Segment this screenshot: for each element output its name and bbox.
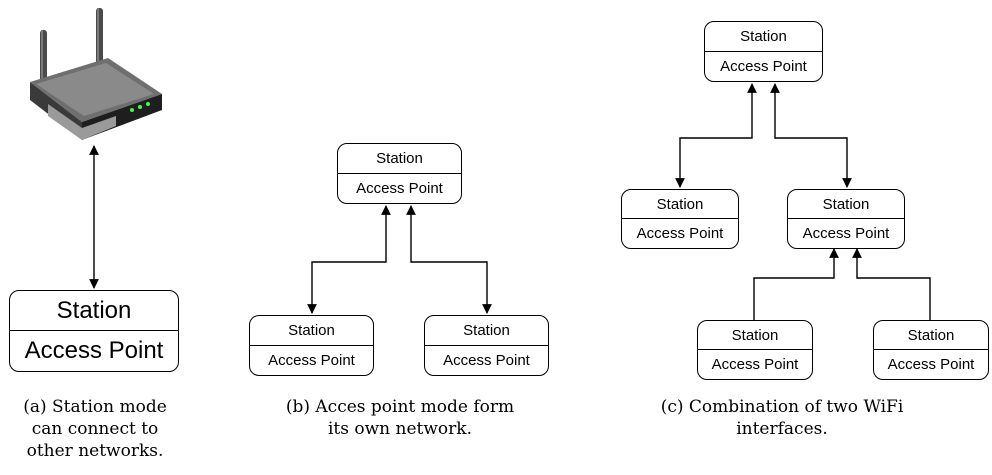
station-ap-node-b-right: Station Access Point [424, 315, 549, 376]
access-point-label: Access Point [443, 351, 530, 369]
station-label: Station [788, 190, 904, 219]
b-right-connector [406, 205, 492, 314]
station-label: Station [10, 291, 178, 331]
station-label: Station [425, 316, 548, 346]
caption-b: (b) Acces point mode form its own networ… [235, 396, 565, 440]
access-point-label: Access Point [720, 57, 807, 75]
caption-c-line-1: (c) Combination of two WiFi [660, 397, 904, 417]
caption-a-line-2: can connect to [31, 419, 159, 439]
caption-a: (a) Station mode can connect to other ne… [0, 396, 190, 462]
caption-b-line-2: its own network. [328, 419, 472, 439]
station-label: Station [705, 22, 822, 52]
station-label: Station [698, 321, 812, 350]
c-child-right-connector [852, 248, 931, 320]
b-left-connector [307, 205, 391, 314]
caption-c-line-2: interfaces. [736, 419, 828, 439]
c-left-connector [675, 83, 757, 188]
station-ap-node-a: Station Access Point [9, 290, 179, 372]
caption-b-line-1: (b) Acces point mode form [285, 397, 515, 417]
wifi-router-icon [30, 8, 162, 140]
access-point-label: Access Point [268, 351, 355, 369]
access-point-label: Access Point [802, 225, 890, 242]
access-point-label: Access Point [356, 179, 443, 197]
station-ap-node-c-child-right: Station Access Point [873, 320, 989, 380]
caption-a-line-1: (a) Station mode [23, 397, 167, 417]
c-middle-connector [770, 83, 852, 188]
station-label: Station [622, 190, 738, 219]
station-ap-node-c-middle: Station Access Point [787, 189, 905, 249]
station-label: Station [338, 144, 461, 174]
access-point-label: Access Point [887, 356, 975, 373]
access-point-label: Access Point [636, 225, 724, 242]
c-child-left-connector [753, 248, 839, 320]
station-ap-node-c-left: Station Access Point [621, 189, 739, 249]
access-point-label: Access Point [711, 356, 799, 373]
station-label: Station [874, 321, 988, 350]
caption-c: (c) Combination of two WiFi interfaces. [632, 396, 932, 440]
access-point-label: Access Point [24, 337, 164, 364]
caption-a-line-3: other networks. [26, 441, 164, 461]
station-ap-node-b-left: Station Access Point [249, 315, 374, 376]
station-label: Station [250, 316, 373, 346]
station-ap-node-c-child-left: Station Access Point [697, 320, 813, 380]
station-ap-node-b-root: Station Access Point [337, 143, 462, 204]
station-ap-node-c-root: Station Access Point [704, 21, 823, 82]
